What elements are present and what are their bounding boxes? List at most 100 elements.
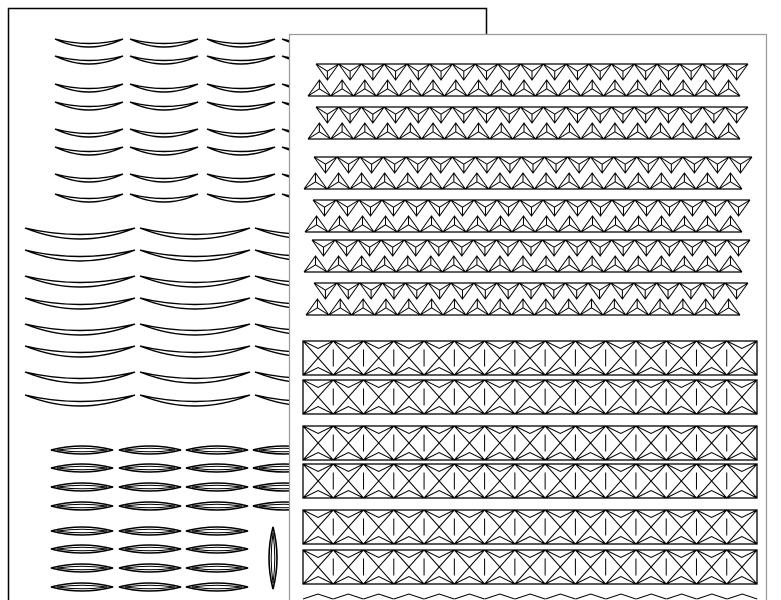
x-cell: [453, 549, 485, 585]
x-cell: [574, 509, 607, 545]
up-triangle: [716, 79, 741, 97]
up-triangle: [534, 79, 559, 97]
down-triangle: [336, 156, 361, 174]
up-triangle: [304, 215, 329, 233]
x-cell: [695, 509, 728, 545]
down-triangle: [338, 63, 362, 81]
down-triangle: [315, 106, 340, 124]
x-cell: [302, 463, 334, 499]
up-triangle: [375, 122, 400, 140]
up-triangle: [489, 122, 514, 140]
up-triangle: [626, 172, 651, 190]
triangle-band: [307, 63, 749, 97]
x-cell: [332, 425, 364, 461]
up-triangle: [305, 298, 330, 316]
down-triangle: [520, 63, 544, 81]
up-triangle: [534, 298, 558, 316]
up-triangle: [349, 255, 374, 273]
x-cell: [605, 549, 637, 585]
down-triangle: [634, 239, 659, 257]
small-crescent: [129, 173, 199, 183]
up-triangle: [695, 172, 720, 190]
large-crescent: [139, 249, 251, 262]
x-cell: [363, 463, 395, 499]
up-triangle: [349, 172, 374, 190]
down-triangle: [450, 199, 475, 217]
down-triangle: [703, 199, 728, 217]
down-triangle: [313, 156, 338, 174]
x-cell: [574, 340, 607, 376]
up-triangle: [695, 255, 720, 273]
up-triangle: [512, 79, 536, 97]
x-cell: [665, 509, 697, 545]
x-cell: [302, 340, 334, 376]
large-crescent: [139, 323, 251, 336]
up-triangle: [442, 215, 467, 233]
down-triangle: [312, 199, 337, 217]
down-triangle: [451, 156, 476, 174]
down-triangle: [564, 282, 589, 300]
up-triangle: [625, 298, 650, 316]
x-cell: [363, 549, 395, 585]
x-cell: [726, 340, 758, 376]
small-crescent: [206, 128, 276, 138]
lens: [118, 563, 182, 573]
down-triangle: [542, 282, 566, 300]
down-triangle: [405, 156, 430, 174]
small-crescent: [54, 128, 124, 138]
up-triangle: [375, 79, 400, 97]
down-triangle: [426, 239, 451, 257]
small-crescent: [129, 101, 199, 111]
down-triangle: [361, 63, 385, 81]
x-cell: [726, 463, 758, 499]
large-crescent: [139, 371, 251, 384]
triangle-band: [303, 239, 751, 273]
up-triangle: [353, 79, 377, 97]
large-crescent: [24, 249, 136, 262]
up-triangle: [421, 122, 445, 140]
small-crescent: [129, 146, 199, 156]
x-cell: [423, 463, 455, 499]
large-crescent: [139, 394, 251, 407]
down-triangle: [613, 156, 638, 174]
down-triangle: [588, 63, 612, 81]
x-cell: [484, 340, 516, 376]
x-cell: [635, 463, 667, 499]
down-triangle: [381, 199, 406, 217]
lens: [185, 544, 249, 554]
x-cell: [423, 425, 455, 461]
down-triangle: [656, 282, 680, 300]
x-cell: [514, 463, 546, 499]
up-triangle: [603, 122, 627, 140]
down-triangle: [659, 156, 684, 174]
up-triangle: [441, 172, 466, 190]
front-sheet-fill: [289, 34, 767, 600]
down-triangle: [336, 282, 361, 300]
up-triangle: [330, 122, 354, 140]
up-triangle: [580, 215, 605, 233]
down-triangle: [611, 63, 635, 81]
x-cell: [423, 549, 455, 585]
up-triangle: [649, 172, 674, 190]
small-crescent: [206, 38, 276, 48]
down-triangle: [427, 282, 452, 300]
x-cell: [363, 379, 395, 415]
x-cell: [665, 549, 697, 585]
down-triangle: [359, 156, 384, 174]
triangle-band: [303, 156, 753, 190]
up-triangle: [649, 255, 674, 273]
x-cell: [544, 549, 576, 585]
lens: [185, 482, 249, 492]
x-cell: [393, 340, 425, 376]
down-triangle: [358, 199, 383, 217]
x-cell: [544, 509, 576, 545]
small-crescent: [129, 55, 199, 65]
up-triangle: [603, 255, 628, 273]
up-triangle: [693, 298, 718, 316]
lens: [118, 501, 182, 511]
down-triangle: [521, 156, 545, 174]
up-triangle: [580, 79, 604, 97]
up-triangle: [465, 298, 490, 316]
up-triangle: [488, 172, 512, 190]
